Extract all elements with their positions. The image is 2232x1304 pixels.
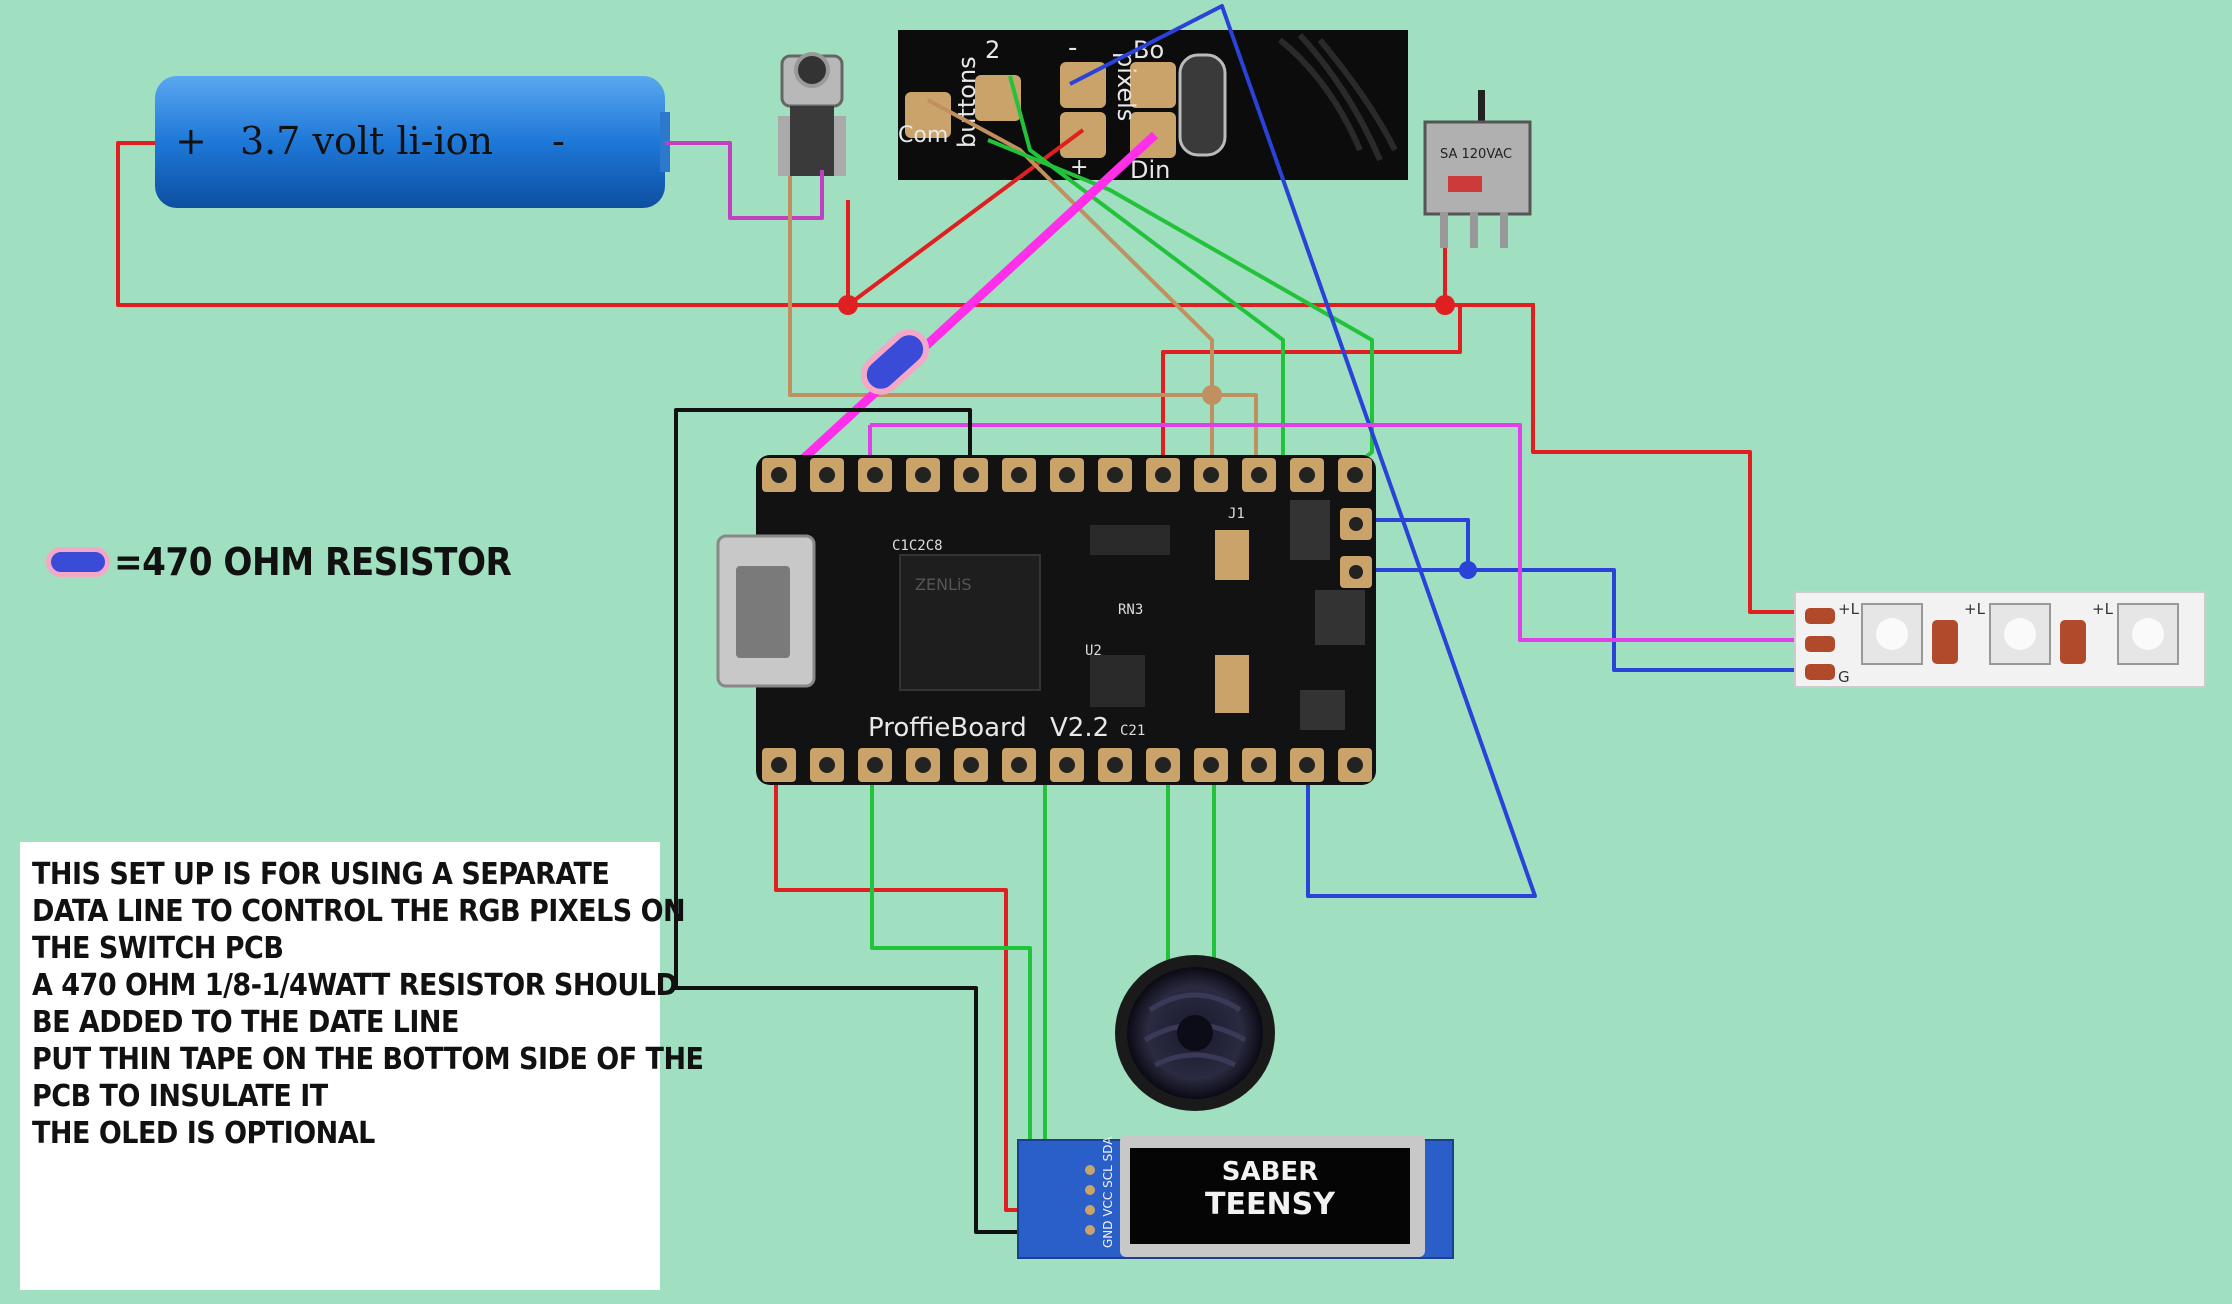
silk-c1c2c8: C1C2C8 bbox=[892, 538, 943, 554]
chip-logo: ZENLiS bbox=[915, 575, 972, 594]
strip-pad-2: +L bbox=[1964, 600, 1986, 618]
oled-display: SABER TEENSY GND VCC SCL SDA bbox=[1017, 1135, 1454, 1259]
oled-pins: GND VCC SCL SDA bbox=[1101, 1136, 1115, 1248]
board-side-pads bbox=[1340, 508, 1372, 588]
legend-label: =470 OHM RESISTOR bbox=[114, 540, 512, 584]
note-line: PUT THIN TAPE ON THE BOTTOM SIDE OF THE bbox=[32, 1042, 704, 1077]
note-line: THE SWITCH PCB bbox=[32, 931, 284, 966]
blue-wire-strip-gnd bbox=[1468, 568, 1800, 672]
pcb-oval-pad bbox=[1178, 53, 1227, 157]
pcb-label-din: Din bbox=[1130, 156, 1170, 184]
note-line: PCB TO INSULATE IT bbox=[32, 1079, 328, 1114]
blue-wire-bo bbox=[1069, 4, 1537, 898]
resistor-icon bbox=[46, 547, 110, 577]
strip-pad-1: +L bbox=[1838, 600, 1860, 618]
pcb-pad-plus bbox=[1060, 112, 1106, 158]
pcb-pad-com bbox=[905, 92, 951, 138]
silk-u2: U2 bbox=[1085, 643, 1102, 659]
pixel-strip: +L +L +L G bbox=[1794, 591, 2206, 688]
tan-junction bbox=[1202, 385, 1222, 405]
proffieboard: ZENLiS C1C2C8 RN3 U2 J1 C21 ProffieBoard… bbox=[716, 455, 1376, 785]
silk-c21: C21 bbox=[1120, 723, 1145, 739]
pcb-label-buttons: buttons bbox=[953, 56, 981, 148]
notes-box: THIS SET UP IS FOR USING A SEPARATE DATA… bbox=[20, 842, 704, 1290]
strip-pad-3: +L bbox=[2092, 600, 2114, 618]
note-line: BE ADDED TO THE DATE LINE bbox=[32, 1005, 459, 1040]
battery: + 3.7 volt li-ion - bbox=[155, 76, 670, 208]
oled-logo-line1: SABER bbox=[1222, 1157, 1318, 1187]
board-bottom-pads bbox=[762, 748, 1372, 782]
red-wire-board bbox=[1161, 305, 1462, 470]
strip-ground: G bbox=[1838, 668, 1850, 686]
board-name: ProffieBoard bbox=[868, 713, 1027, 743]
resistor-legend: =470 OHM RESISTOR bbox=[46, 540, 512, 584]
slide-switch-marking: SA 120VAC bbox=[1440, 147, 1512, 162]
battery-label: 3.7 volt li-ion bbox=[240, 119, 493, 163]
magenta-wire-din bbox=[774, 131, 1159, 486]
red-wire-battery-rail bbox=[116, 141, 1535, 307]
blue-junction bbox=[1459, 561, 1477, 579]
switch-pcb: 2 - Bo buttons Com pixels Din + bbox=[898, 30, 1408, 184]
recharge-port bbox=[778, 52, 846, 176]
oled-logo-line2: TEENSY bbox=[1205, 1187, 1336, 1222]
slide-switch: SA 120VAC bbox=[1423, 90, 1532, 248]
resistor-470-ohm bbox=[860, 329, 930, 395]
battery-plus-label: + bbox=[175, 119, 207, 163]
green-wire-oled-scl bbox=[870, 760, 1060, 1172]
pcb-label-com: Com bbox=[898, 123, 948, 148]
red-junction-right bbox=[1435, 295, 1455, 315]
magenta-wire-strip-data bbox=[870, 423, 1800, 642]
black-wire-oled-gnd bbox=[674, 408, 1060, 1234]
mcu-chip bbox=[899, 554, 1041, 691]
note-line: DATA LINE TO CONTROL THE RGB PIXELS ON bbox=[32, 894, 686, 929]
speaker bbox=[1115, 955, 1275, 1111]
note-line: A 470 OHM 1/8-1/4WATT RESISTOR SHOULD bbox=[32, 968, 678, 1003]
board-top-pads bbox=[762, 458, 1372, 492]
note-line: THIS SET UP IS FOR USING A SEPARATE bbox=[32, 857, 610, 892]
note-line: THE OLED IS OPTIONAL bbox=[32, 1116, 375, 1151]
pcb-pad-2 bbox=[975, 75, 1021, 121]
pcb-label-pixels: pixels bbox=[1112, 52, 1140, 121]
red-junction-left bbox=[838, 295, 858, 315]
purple-wire-battery-minus bbox=[665, 141, 824, 220]
battery-minus-label: - bbox=[552, 119, 565, 163]
board-version: V2.2 bbox=[1050, 713, 1109, 743]
silk-rn3: RN3 bbox=[1118, 602, 1143, 618]
red-wire-strip bbox=[1445, 303, 1800, 614]
tan-wire-port bbox=[788, 176, 1258, 470]
pcb-label-minus: - bbox=[1068, 33, 1077, 63]
pcb-pad-bo bbox=[1130, 62, 1176, 108]
blue-wire-gnd-bridge bbox=[1360, 518, 1470, 572]
pcb-label-2: 2 bbox=[985, 36, 1000, 64]
silk-j1: J1 bbox=[1228, 506, 1245, 522]
